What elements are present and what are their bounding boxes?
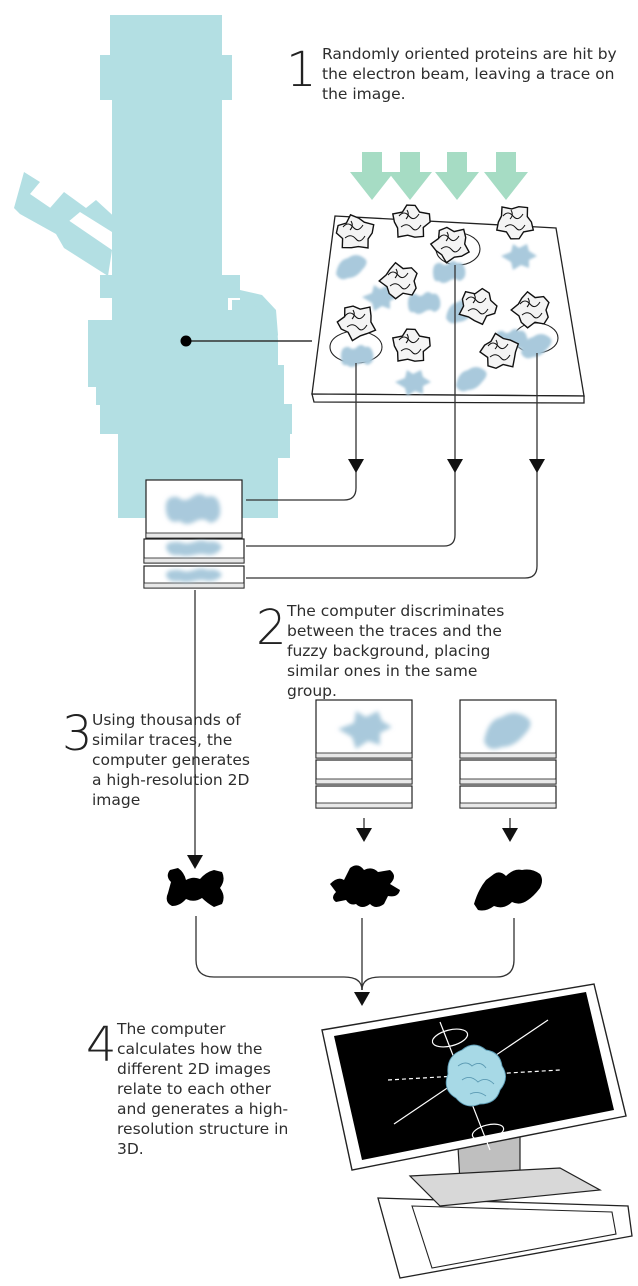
electron-beam-arrow-icon xyxy=(388,152,432,200)
arrowheads xyxy=(348,459,545,473)
protein-particle-icon xyxy=(391,204,431,238)
2d-class-averages xyxy=(166,865,542,911)
protein-particle-icon xyxy=(510,290,550,329)
protein-particle-icon xyxy=(429,226,471,264)
routing-lines xyxy=(246,265,538,579)
trace-image-card-icon xyxy=(315,785,413,809)
protein-traces xyxy=(336,244,552,396)
step-text: Using thousands of similar traces, the c… xyxy=(92,711,250,809)
trace-image-card-icon xyxy=(459,759,557,785)
step-number: 1 xyxy=(286,42,317,98)
2d-class-average-icon xyxy=(474,869,542,911)
trace-image-stack xyxy=(143,479,245,589)
grouped-trace-stack xyxy=(459,699,557,809)
electron-microscope-icon xyxy=(14,15,292,518)
step-number: 2 xyxy=(256,600,287,656)
protein-particle-icon xyxy=(391,328,431,362)
monitor-3d-structure-icon xyxy=(321,983,633,1279)
grouped-trace-stack xyxy=(315,699,413,809)
connector-dot-icon xyxy=(180,335,192,347)
step-number: 3 xyxy=(62,706,93,762)
protein-particle-icon xyxy=(335,213,375,249)
trace-image-card-icon xyxy=(315,699,413,759)
trace-image-card-icon xyxy=(459,699,557,759)
electron-beam-arrow-icon xyxy=(484,152,528,200)
protein-particle-icon xyxy=(495,205,535,240)
protein-particles xyxy=(335,204,550,370)
trace-image-card-icon xyxy=(459,785,557,809)
electron-beam-arrow-icon xyxy=(350,152,394,200)
2d-class-average-icon xyxy=(166,868,224,907)
protein-particle-icon xyxy=(479,332,520,370)
2d-class-average-icon xyxy=(330,865,400,907)
trace-image-card-icon xyxy=(143,538,245,564)
trace-image-card-icon xyxy=(143,565,245,589)
protein-particle-icon xyxy=(336,305,377,342)
step-text: Randomly oriented proteins are hit by th… xyxy=(322,45,617,103)
trace-image-card-icon xyxy=(145,479,243,539)
step-text: The computer calculates how the differen… xyxy=(117,1020,289,1158)
merge-lines xyxy=(195,916,515,991)
protein-particle-icon xyxy=(378,261,418,300)
protein-particle-icon xyxy=(458,287,498,326)
step-text: The computer discriminates between the t… xyxy=(287,602,505,700)
electron-beam-arrow-icon xyxy=(435,152,479,200)
electron-beam-arrows xyxy=(350,152,528,200)
trace-image-card-icon xyxy=(315,759,413,785)
step-number: 4 xyxy=(86,1017,117,1073)
